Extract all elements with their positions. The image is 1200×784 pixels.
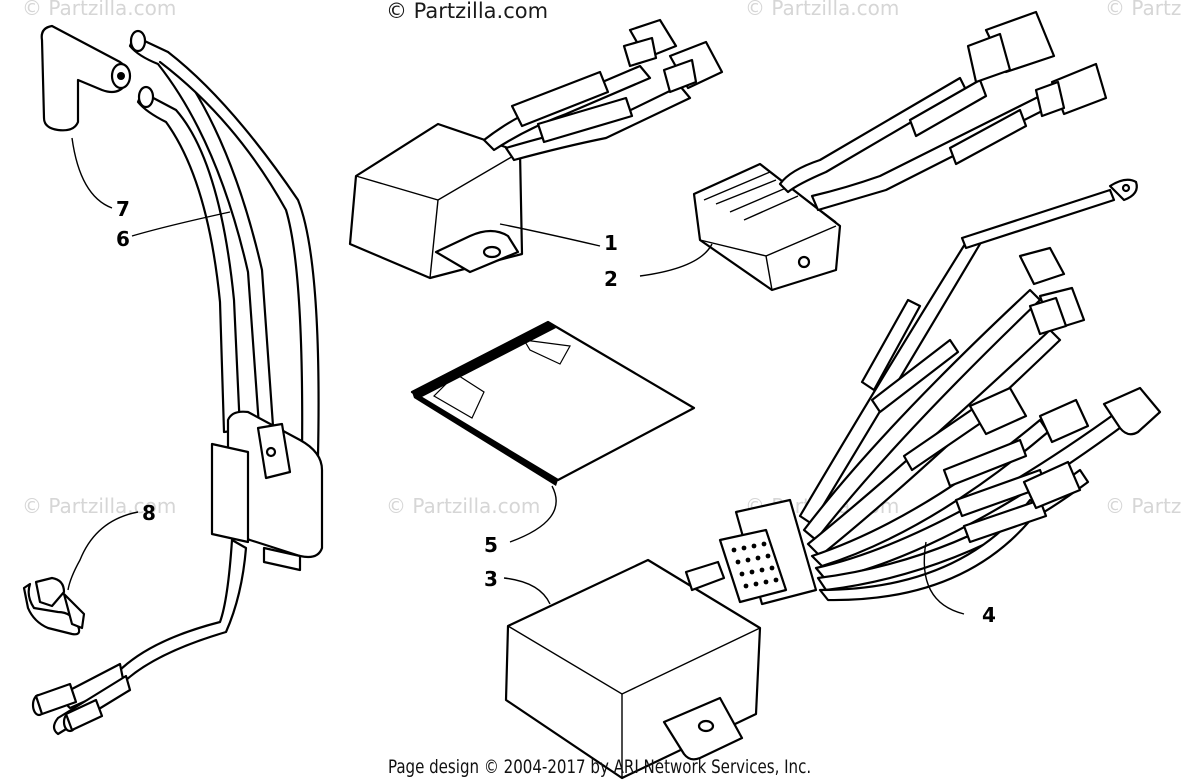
- ecu-box: [503, 558, 762, 780]
- callout-4: 4: [982, 603, 996, 627]
- callout-3: 3: [484, 567, 498, 591]
- watermark: © Partzilla.com: [386, 494, 541, 518]
- ignition-coil-assembly: [22, 24, 324, 736]
- leader-8: [67, 511, 139, 591]
- watermark: © Partz: [1105, 0, 1182, 20]
- callout-1: 1: [604, 231, 618, 255]
- leader-5: [509, 485, 557, 543]
- insulator-pad: [410, 320, 696, 543]
- leader-3: [503, 577, 551, 605]
- callout-7: 7: [116, 197, 130, 221]
- site-watermark: © Partzilla.com: [386, 0, 549, 23]
- callout-5: 5: [484, 533, 498, 557]
- leader-4: [923, 541, 965, 615]
- regulator-rectifier: [639, 10, 1108, 292]
- copyright-footer: Page design © 2004-2017 by ARI Network S…: [388, 756, 812, 778]
- leader-2: [639, 243, 713, 277]
- wiring-harness: [718, 178, 1162, 615]
- callout-6: 6: [116, 227, 130, 251]
- watermark: © Partzilla.com: [22, 0, 177, 20]
- callout-8: 8: [142, 501, 156, 525]
- callout-2: 2: [604, 267, 618, 291]
- cdi-module: [348, 18, 724, 280]
- leader-1: [499, 223, 601, 247]
- watermark: © Partzilla.com: [22, 494, 177, 518]
- leader-7: [71, 137, 113, 209]
- leader-6: [131, 211, 231, 237]
- watermark: © Partzilla.com: [745, 0, 900, 20]
- watermark: © Partz: [1105, 494, 1182, 518]
